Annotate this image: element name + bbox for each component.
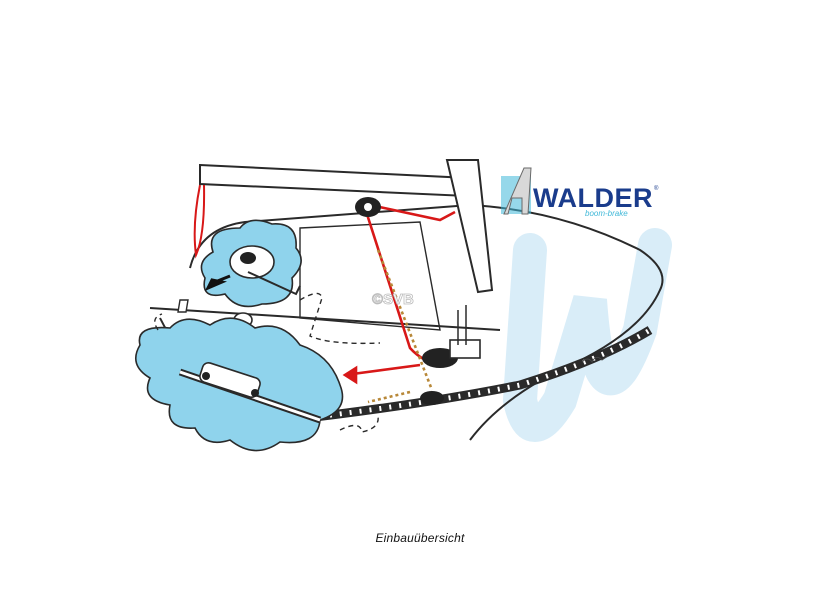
dashed-connectors	[154, 292, 381, 433]
boom	[199, 163, 470, 198]
artist-signature	[581, 355, 609, 363]
mast	[445, 159, 494, 294]
logo-a-mark	[503, 167, 532, 215]
logo-brand: WALDER	[533, 183, 653, 213]
logo-tagline: boom-brake	[585, 209, 628, 218]
logo-registered: ®	[654, 185, 659, 192]
deck-cleat	[422, 305, 481, 368]
watermark-w-shape	[502, 228, 672, 442]
walder-logo: WALDER ® boom-brake	[501, 167, 659, 218]
boom-block	[355, 197, 381, 217]
rail-fairlead	[420, 391, 444, 405]
detail-cloud-upper	[200, 219, 302, 308]
detail-cloud-lower	[134, 317, 344, 452]
red-line-boom-end	[193, 184, 206, 259]
diagram-caption: Einbauübersicht	[375, 531, 465, 545]
watermark-text: ©SVB	[372, 291, 414, 308]
arrow-left-icon	[204, 274, 231, 291]
